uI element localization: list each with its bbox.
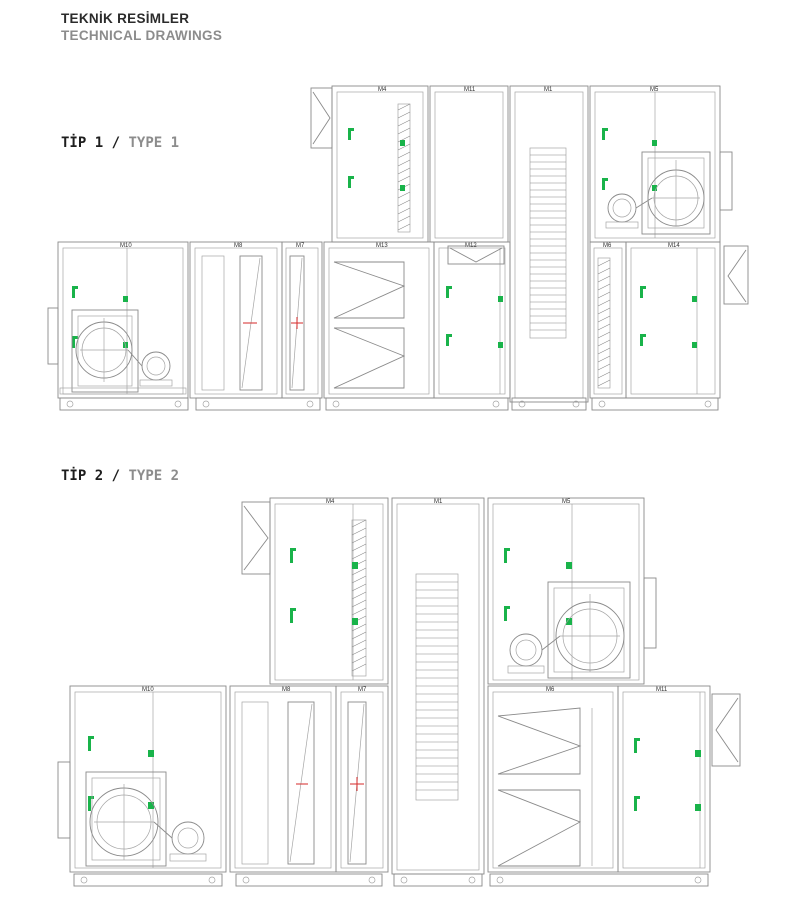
module-label: M10 (142, 687, 154, 693)
fan-icon (85, 771, 167, 867)
type1-separator: / (111, 135, 121, 151)
type2-damper-left (241, 501, 271, 575)
module-label: M8 (282, 687, 291, 693)
door-handle-icon (88, 796, 94, 811)
type1-label: TİP 1 / TYPE 1 (61, 135, 179, 151)
fan-icon (547, 581, 631, 679)
hinge-icon (692, 296, 697, 302)
motor-icon (507, 633, 561, 674)
hinge-icon (352, 618, 358, 625)
type2-module-m1: M1 (391, 497, 485, 875)
motor-icon (605, 193, 653, 229)
type2-module-m11: M11 (617, 685, 711, 873)
hinge-icon (400, 185, 405, 191)
type2-side-duct-top (643, 577, 657, 649)
door-handle-icon (72, 286, 78, 298)
filter-hatch (397, 103, 411, 231)
type1-damper-left (310, 87, 333, 149)
type1-damper-right (723, 245, 749, 305)
heading-english: TECHNICAL DRAWINGS (61, 28, 223, 43)
type1-module-m7: M7 (281, 241, 323, 399)
type1-side-duct-top (719, 151, 733, 211)
hinge-icon (148, 750, 154, 757)
motor-icon (127, 349, 173, 387)
hinge-icon (566, 562, 572, 569)
motor-icon (153, 821, 207, 862)
type2-damper-right (711, 693, 741, 767)
door-handle-icon (504, 606, 510, 621)
filter-hatch (351, 519, 367, 672)
hinge-icon (352, 562, 358, 569)
type2-label-tr: TİP 2 (61, 468, 104, 484)
type2-label: TİP 2 / TYPE 2 (61, 468, 179, 484)
hinge-icon (695, 750, 701, 757)
module-label: M1 (434, 499, 443, 505)
heat-exchanger-fins (416, 581, 458, 791)
hinge-icon (148, 802, 154, 809)
door-handle-icon (290, 608, 296, 623)
module-label: M10 (120, 243, 132, 249)
module-label: M7 (296, 243, 305, 249)
door-handle-icon (88, 736, 94, 751)
hinge-icon (498, 342, 503, 348)
door-handle-icon (290, 548, 296, 563)
module-label: M5 (650, 87, 659, 93)
door-handle-icon (640, 334, 646, 346)
heat-exchanger-fins (530, 154, 566, 331)
type2-module-m4: M4 (269, 497, 389, 685)
module-label: M14 (668, 243, 680, 249)
door-handle-icon (446, 286, 452, 298)
type1-label-tr: TİP 1 (61, 135, 104, 151)
module-label: M4 (378, 87, 387, 93)
type2-base-rails (73, 873, 709, 887)
door-handle-icon (446, 334, 452, 346)
type1-label-en: TYPE 1 (128, 135, 180, 151)
door-handle-icon (72, 336, 78, 348)
hinge-icon (123, 296, 128, 302)
module-label: M11 (464, 87, 476, 93)
door-handle-icon (634, 796, 640, 811)
module-label: M6 (603, 243, 612, 249)
type2-module-m7: M7 (335, 685, 389, 873)
door-handle-icon (602, 128, 608, 140)
fan-icon (641, 151, 711, 235)
hinge-icon (566, 618, 572, 625)
fan-icon (71, 309, 139, 393)
hinge-icon (652, 185, 657, 191)
hinge-icon (695, 804, 701, 811)
type2-module-m8: M8 (229, 685, 337, 873)
module-label: M8 (234, 243, 243, 249)
hinge-icon (400, 140, 405, 146)
type2-module-m10: M10 (57, 685, 227, 873)
door-handle-icon (348, 176, 354, 188)
heading-turkish: TEKNİK RESİMLER (61, 11, 190, 26)
hinge-icon (498, 296, 503, 302)
heater-cross-icon (291, 317, 303, 329)
module-label: M5 (562, 499, 571, 505)
door-handle-icon (348, 128, 354, 140)
type2-module-m5: M5 (487, 497, 645, 685)
type1-drawing: M4 M11 M1 M5 (47, 85, 749, 411)
hinge-icon (652, 140, 657, 146)
module-label: M1 (544, 87, 553, 93)
filter-hatch (597, 259, 611, 387)
type2-label-en: TYPE 2 (128, 468, 180, 484)
door-handle-icon (602, 178, 608, 190)
module-label: M7 (358, 687, 367, 693)
module-label: M6 (546, 687, 555, 693)
door-handle-icon (640, 286, 646, 298)
type1-base-rails (59, 397, 719, 411)
module-label: M11 (656, 687, 668, 693)
type2-module-m6: M6 (487, 685, 619, 873)
heater-cross-icon (350, 777, 364, 791)
hinge-icon (692, 342, 697, 348)
module-label: M4 (326, 499, 335, 505)
module-label: M13 (376, 243, 388, 249)
type2-separator: / (111, 468, 121, 484)
door-handle-icon (504, 548, 510, 563)
door-handle-icon (634, 738, 640, 753)
